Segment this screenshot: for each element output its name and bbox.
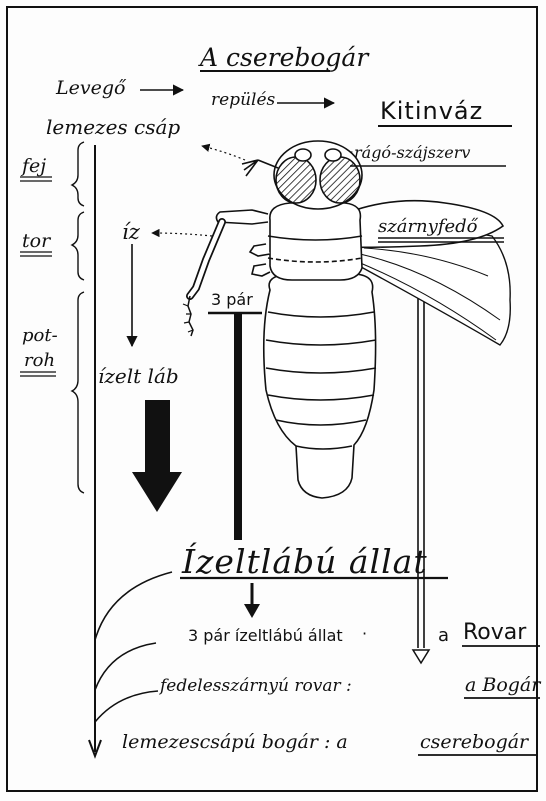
- label-potroh-1: pot-: [22, 327, 58, 345]
- branch-curve-2: [95, 643, 156, 690]
- potroh-bracket: [72, 292, 84, 493]
- label-izelt-lab: ízelt láb: [98, 366, 179, 386]
- label-repules: repülés: [211, 92, 275, 109]
- label-lemezes-csap: lemezes csáp: [46, 117, 180, 137]
- label-levego: Levegő: [56, 79, 125, 98]
- line2-text: fedelesszárnyú rovar :: [160, 678, 352, 695]
- label-szarnyfedo: szárnyfedő: [378, 218, 478, 236]
- label-rovar: Rovar: [463, 622, 526, 644]
- label-harom-par: 3 pár: [211, 292, 253, 308]
- label-tor: tor: [22, 232, 50, 251]
- lemezes-csap-pointer: [202, 146, 245, 160]
- branch-curve-1: [95, 572, 172, 640]
- label-cserebogar: cserebogár: [420, 733, 528, 752]
- label-izeltlabu-allat: Ízeltlábú állat: [182, 545, 428, 578]
- label-iz: íz: [122, 222, 140, 243]
- line1-text: 3 pár ízeltlábú állat: [188, 628, 343, 644]
- branch-curve-3: [95, 691, 158, 722]
- diagram-title: A cserebogár: [200, 45, 368, 70]
- label-fej: fej: [22, 157, 46, 176]
- line1-sep: ·: [362, 626, 367, 642]
- harom-par-thick-line: [234, 314, 242, 540]
- beetle-illustration: [183, 141, 510, 498]
- line3-text: lemezescsápú bogár : a: [122, 733, 348, 752]
- iz-pointer: [152, 233, 212, 236]
- label-kitinvaz: Kitinváz: [380, 99, 483, 123]
- label-bogar: a Bogár: [465, 676, 540, 695]
- tor-bracket: [72, 212, 84, 280]
- open-down-arrow: [413, 650, 429, 663]
- label-potroh-2: roh: [24, 352, 55, 370]
- izeltlabu-down-arrowhead: [244, 604, 260, 618]
- fat-down-arrow: [132, 400, 182, 512]
- label-rago-szajszerv: rágó-szájszerv: [354, 145, 470, 161]
- line1-prefix: a: [438, 627, 449, 645]
- fej-bracket: [72, 142, 84, 206]
